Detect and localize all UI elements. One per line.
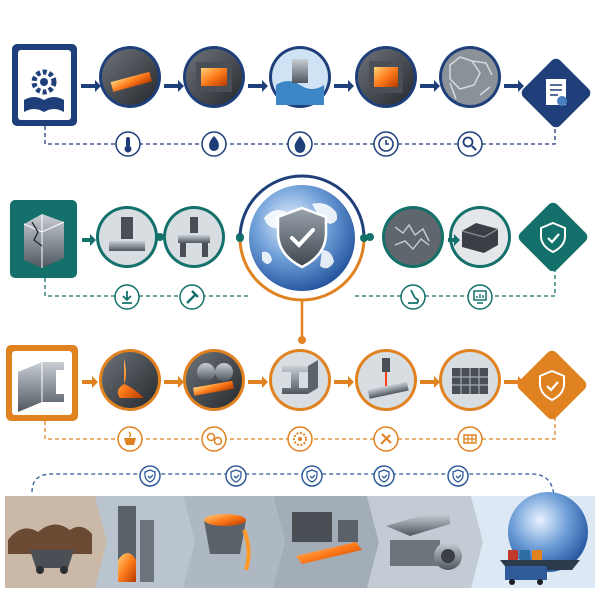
thermometer-icon — [115, 131, 141, 157]
step-bundled-tubes — [439, 349, 501, 411]
check-shield-icon — [447, 465, 469, 487]
row2-dot-3 — [366, 233, 374, 241]
check-shield-icon — [225, 465, 247, 487]
row-heat-treatment — [12, 44, 591, 157]
panel-ladle-pouring — [183, 496, 285, 588]
download-icon — [114, 284, 140, 310]
panel-steel-products — [367, 496, 483, 588]
grid-icon — [457, 426, 483, 452]
row-forming — [6, 345, 587, 452]
row2-sub-icons — [114, 284, 493, 310]
row1-arrows — [81, 80, 524, 92]
step-clamp-test — [163, 206, 225, 268]
step-hot-rolling — [183, 349, 245, 411]
row4-check-icons — [139, 465, 469, 487]
panel-iron-ore-mining — [5, 496, 107, 588]
microscope-icon — [400, 284, 426, 310]
step-metal-block — [449, 206, 511, 268]
cracked-cube-icon — [23, 214, 65, 268]
row2-dashed-right — [355, 266, 556, 297]
rolling-icon — [201, 426, 227, 452]
step-grain-structure — [439, 46, 501, 108]
step-furnace — [183, 46, 245, 108]
step-water-quench — [269, 46, 331, 108]
row-supply-chain — [5, 465, 595, 588]
check-shield-icon — [301, 465, 323, 487]
globe-to-row3-dot — [298, 336, 306, 344]
certificate-icon — [521, 58, 591, 128]
steel-beam-icon — [18, 362, 64, 414]
shield-check-icon — [518, 202, 588, 272]
step-fracture-surface — [382, 206, 444, 268]
tools-icon — [373, 426, 399, 452]
row-mechanical-testing — [10, 200, 588, 310]
row4-dashed-arc — [31, 473, 555, 497]
hammer-icon — [179, 284, 205, 310]
row2-dot-1 — [156, 233, 164, 241]
flame-icon — [201, 131, 227, 157]
monitor-chart-icon — [467, 284, 493, 310]
step-hot-billet — [99, 46, 161, 108]
droplet-icon — [287, 131, 313, 157]
molten-cup-icon — [117, 426, 143, 452]
row2-arrows — [82, 234, 538, 246]
saw-blade-icon — [287, 426, 313, 452]
step-tempering-furnace — [355, 46, 417, 108]
row2-dashed-left — [44, 278, 250, 297]
check-shield-icon — [373, 465, 395, 487]
step-laser-cutting — [355, 349, 417, 411]
row3-arrows — [82, 376, 524, 388]
step-press-test — [96, 206, 158, 268]
magnifier-icon — [457, 131, 483, 157]
row3-shield-check-icon — [517, 350, 587, 420]
step-molten-pour — [99, 349, 161, 411]
check-shield-icon — [139, 465, 161, 487]
manual-gear-icon — [24, 69, 64, 112]
panel-blast-furnace — [95, 496, 195, 588]
row1-sub-icons — [115, 131, 483, 157]
clock-icon — [373, 131, 399, 157]
step-i-beam — [269, 349, 331, 411]
globe-shield-check-icon — [236, 174, 368, 302]
panel-rolling-mill — [273, 496, 379, 588]
panel-global-shipping — [471, 492, 595, 588]
row3-sub-icons — [117, 426, 483, 452]
